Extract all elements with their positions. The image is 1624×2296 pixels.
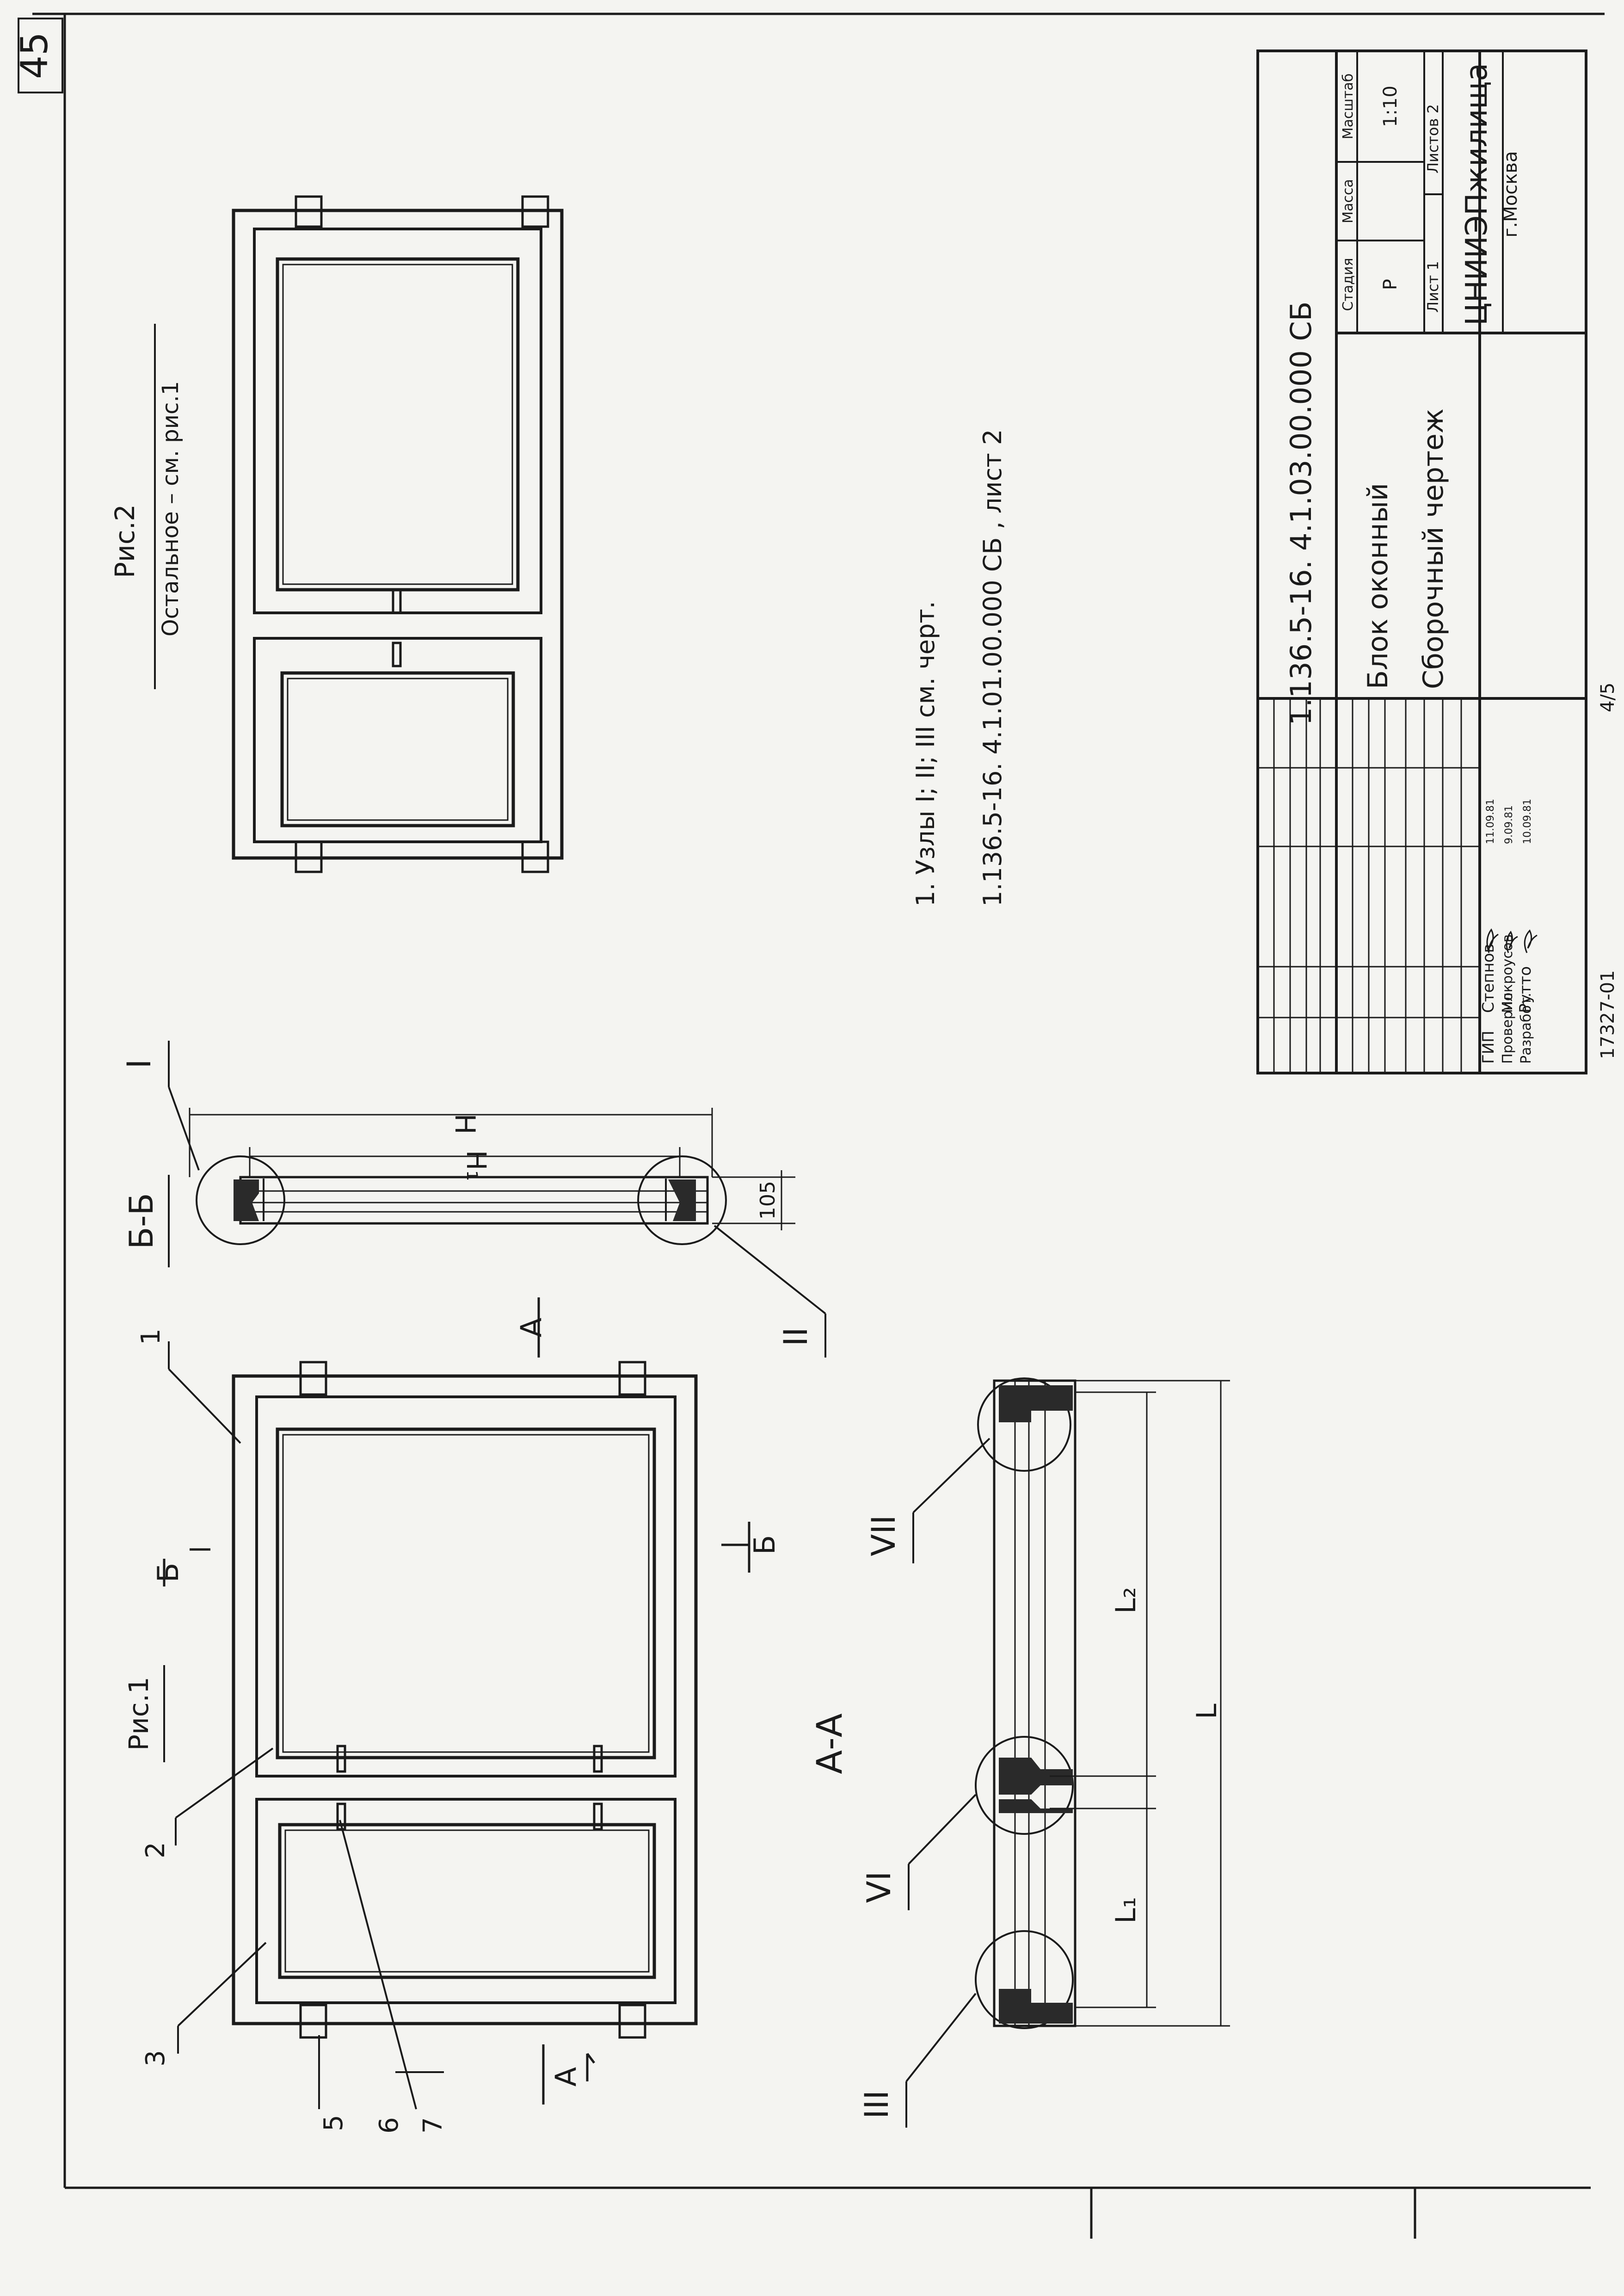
fig2-front-view [232, 195, 564, 873]
sig-name-2: Рутто [1516, 966, 1535, 1013]
bottom-mark: 4/5 [1597, 683, 1618, 712]
sig-role-0: ГИП [1479, 1031, 1498, 1064]
section-a-dims [1050, 1380, 1230, 2027]
title-line-1: Блок оконный [1362, 483, 1394, 689]
node-leaders-a [905, 1438, 990, 2128]
bottom-code: 17327-01 [1597, 970, 1618, 1059]
sig-name-0: Степнов [1479, 944, 1498, 1013]
sheet-frame [32, 12, 1605, 2239]
fig2-title: Рис.2 [109, 504, 141, 578]
fig2-note: Остальное – см. рис.1 [158, 381, 184, 636]
title-block [1256, 49, 1587, 1074]
note-line-2: 1.136.5-16. 4.1.01.00.000 СБ , лист 2 [978, 429, 1007, 907]
dim-l: L [1191, 1703, 1223, 1719]
section-a-title: А-А [809, 1713, 850, 1774]
sig-date-2: 10.09.81 [1522, 799, 1533, 844]
dim-h1: Н₁ [461, 1150, 492, 1181]
scale-value: 1:10 [1380, 86, 1401, 127]
stage-value: Р [1380, 279, 1401, 290]
sheet-number: Лист 1 [1424, 261, 1442, 313]
callout-2: 2 [141, 1842, 171, 1858]
node-VI: VI [860, 1871, 898, 1903]
fig1-front-view [232, 1361, 698, 2039]
cut-a-top: А [514, 1318, 548, 1337]
dim-h: Н [449, 1113, 481, 1134]
callout-3: 3 [141, 2050, 171, 2067]
node-I: I [120, 1059, 158, 1069]
callout-6: 6 [374, 2117, 404, 2134]
section-markers [163, 1297, 750, 2105]
header-stage: Стадия [1340, 258, 1356, 311]
dim-105: 105 [756, 1181, 780, 1220]
cut-b-bottom: Б [748, 1535, 781, 1555]
page-number: 45 [13, 32, 56, 79]
page-number-box [18, 18, 63, 93]
callout-1: 1 [136, 1328, 166, 1345]
node-VII: VII [865, 1515, 903, 1556]
signature-scribbles [1486, 928, 1538, 953]
node-II: II [777, 1327, 815, 1346]
sig-name-1: Мокроусов [1500, 934, 1516, 1013]
section-b-title: Б-Б [123, 1193, 160, 1249]
callout-5: 5 [319, 2115, 349, 2131]
org-city: г.Москва [1500, 151, 1521, 238]
callout-7: 7 [418, 2117, 448, 2134]
sig-date-0: 11.09.81 [1485, 799, 1496, 844]
dim-l2: L₂ [1110, 1587, 1142, 1613]
header-scale: Масштаб [1340, 74, 1356, 140]
node-leaders-b [168, 1041, 826, 1358]
doc-code: 1.136.5-16. 4.1.03.00.000 СБ [1284, 302, 1318, 726]
title-line-2: Сборочный чертеж [1417, 408, 1450, 689]
sig-role-2: Разработ. [1518, 993, 1534, 1064]
sheets-total: Листов 2 [1424, 104, 1442, 173]
section-b-dims [189, 1108, 795, 1230]
signature-rows: ГИП Степнов 11.09.81 Проверил Мокроусов … [1479, 799, 1535, 1064]
sig-date-1: 9.09.81 [1503, 805, 1515, 844]
header-mass: Масса [1340, 179, 1356, 223]
dim-l1: L₁ [1110, 1897, 1142, 1923]
cut-a-bottom: А [549, 2067, 583, 2086]
cut-b-top: Б [151, 1563, 185, 1583]
org-name: ЦНИИЭПжилища [1460, 63, 1494, 326]
section-b-drawing [196, 1155, 727, 1245]
fig1-title: Рис.1 [123, 1677, 154, 1751]
note-line-1: 1. Узлы I; II; III см. черт. [911, 601, 940, 907]
node-III: III [858, 2090, 896, 2119]
callout-leaders [168, 1341, 444, 2110]
section-a-drawing [975, 1377, 1077, 2029]
sig-role-1: Проверил [1500, 993, 1516, 1064]
